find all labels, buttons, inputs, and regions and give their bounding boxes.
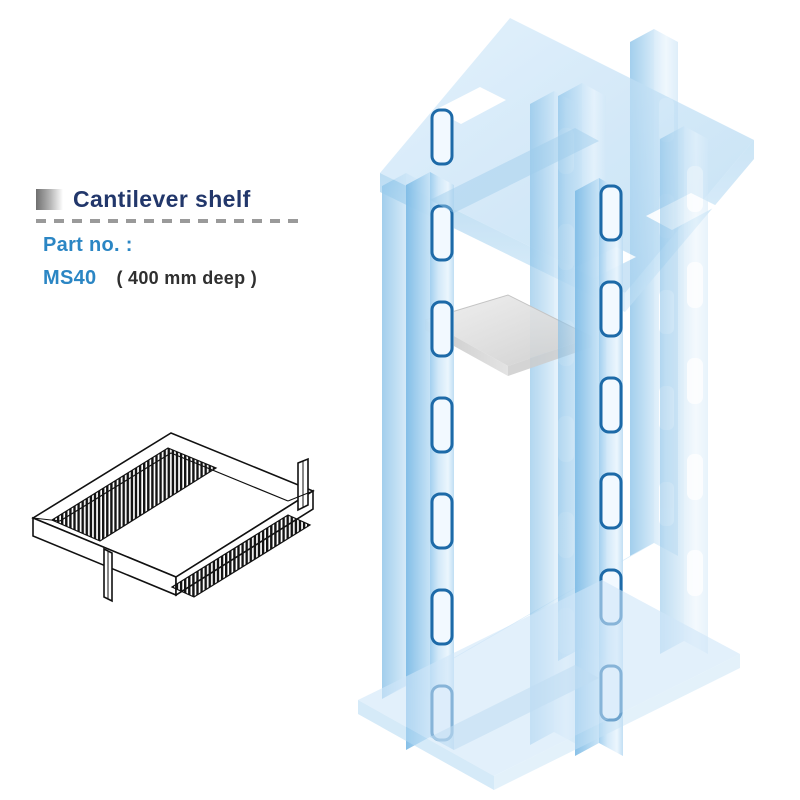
rack-post-front-left — [406, 108, 454, 750]
rack-bottom-rail — [430, 665, 599, 750]
rack-post-far-right — [660, 126, 708, 654]
shelf-left-flange-line — [32, 517, 61, 522]
shelf-vent-band-2-outline — [170, 514, 312, 598]
part-depth-note: ( 400 mm deep ) — [116, 268, 257, 288]
rack-frame-svg — [358, 18, 754, 790]
gradient-square-icon — [36, 188, 63, 210]
shelf-mounting-ear-right — [297, 457, 309, 512]
rack-far-right-holes — [687, 166, 703, 596]
shelf-vent-band-1-outline — [50, 447, 218, 542]
rack-upper-cross-rail — [430, 128, 599, 213]
title-row: Cantilever shelf — [36, 186, 366, 212]
part-number-label: Part no. : — [43, 234, 133, 256]
page-title: Cantilever shelf — [73, 185, 251, 212]
product-caption-block: Cantilever shelf Part no. : MS40 ( 400 m… — [36, 186, 366, 290]
part-number-value: MS40 — [43, 267, 97, 289]
part-number-row: MS40 ( 400 mm deep ) — [43, 267, 366, 290]
shelf-body — [31, 432, 315, 603]
shelf-mounting-ear-left — [103, 547, 113, 603]
rack-frame-isometric — [330, 0, 800, 800]
cantilever-shelf-line-drawing — [20, 405, 340, 620]
dashed-divider — [36, 219, 304, 223]
shelf-right-flange-line — [287, 490, 314, 502]
shelf-line-drawing-svg — [31, 432, 315, 603]
